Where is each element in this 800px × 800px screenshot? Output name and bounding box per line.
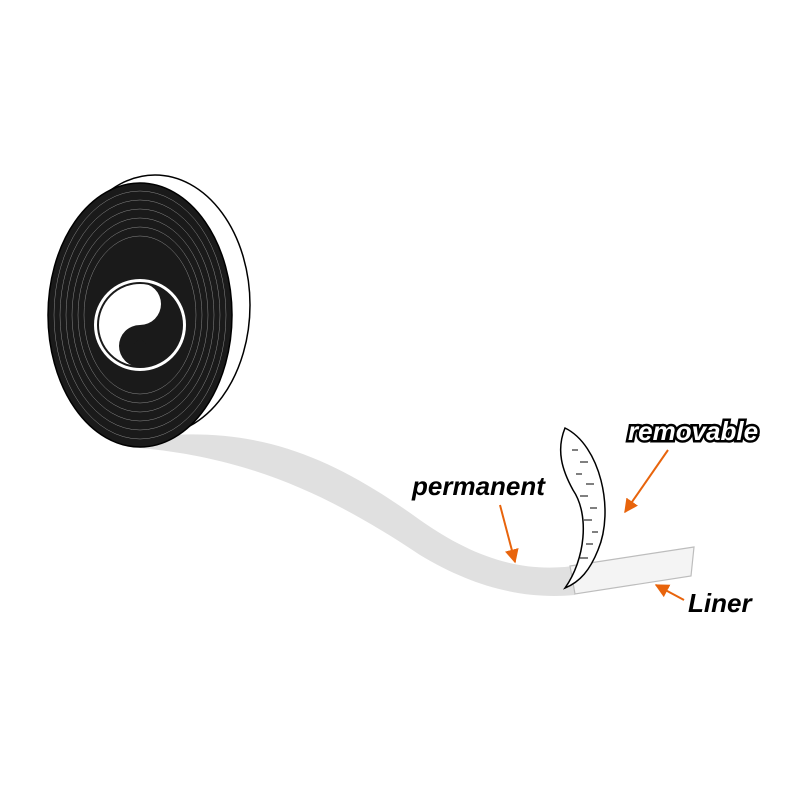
removable-layer bbox=[559, 426, 606, 590]
roll-windings bbox=[53, 190, 227, 440]
arrow-removable bbox=[624, 449, 669, 514]
yin-yang-icon bbox=[94, 279, 186, 371]
label-removable: removable bbox=[628, 416, 758, 446]
label-permanent: permanent bbox=[411, 471, 546, 501]
liner-strip bbox=[569, 546, 695, 595]
arrow-permanent bbox=[499, 504, 519, 564]
label-liner: Liner bbox=[688, 588, 753, 618]
removable-texture bbox=[572, 449, 598, 559]
arrow-liner bbox=[654, 584, 685, 601]
tape-strip bbox=[125, 434, 580, 596]
